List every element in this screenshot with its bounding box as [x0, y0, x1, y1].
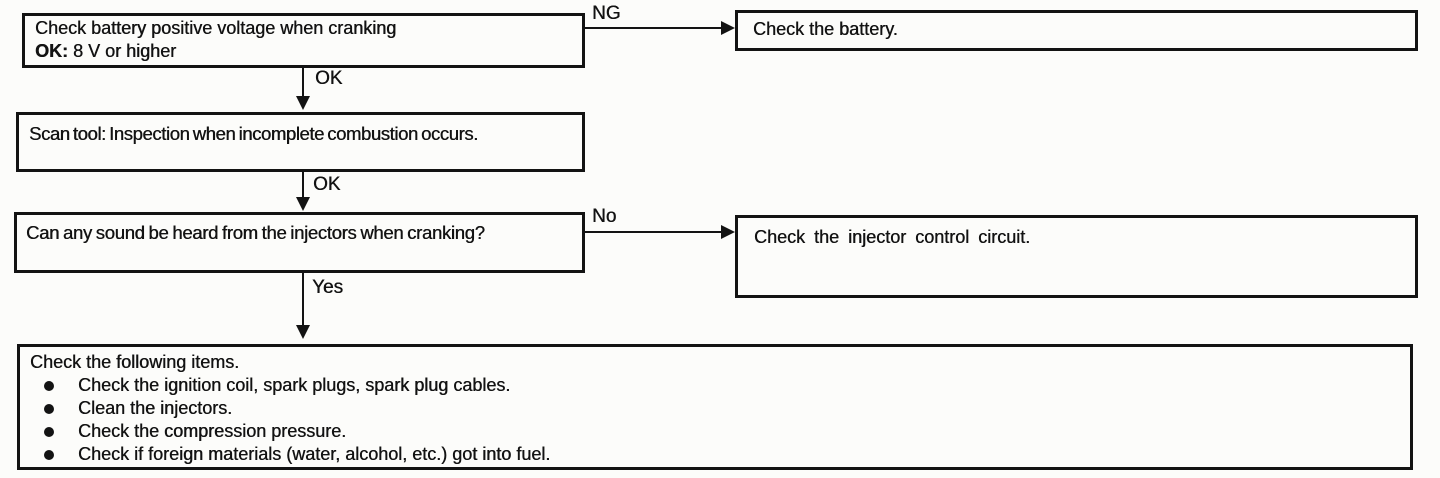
edge-line-no [585, 231, 722, 233]
arrowhead-down-yes-icon [296, 325, 310, 339]
node-final-checks: Check the following items. Check the ign… [17, 344, 1413, 470]
list-item: Check if foreign materials (water, alcoh… [30, 443, 1400, 466]
edge-label-no: No [592, 206, 617, 227]
arrowhead-down-ok2-icon [296, 197, 310, 211]
arrowhead-right-no-icon [721, 225, 735, 239]
ok-prefix-label: OK: [35, 41, 68, 61]
list-item: Check the compression pressure. [30, 420, 1400, 443]
list-item-text: Check the ignition coil, spark plugs, sp… [78, 375, 511, 395]
node-battery-voltage-check: Check battery positive voltage when cran… [22, 13, 585, 68]
list-item: Check the ignition coil, spark plugs, sp… [30, 374, 1400, 397]
node-battery-voltage-line2: OK: 8 V or higher [35, 40, 572, 63]
ok-value-text: 8 V or higher [73, 41, 177, 61]
list-item: Clean the injectors. [30, 397, 1400, 420]
edge-label-ok1: OK [315, 68, 343, 89]
final-checks-title: Check the following items. [30, 352, 240, 372]
node-scan-tool-inspection: Scan tool: Inspection when incomplete co… [16, 112, 585, 172]
bullet-icon [44, 449, 54, 460]
arrowhead-down-ok1-icon [296, 96, 310, 110]
node-check-battery: Check the battery. [735, 10, 1418, 51]
bullet-icon [44, 380, 54, 391]
edge-line-yes [302, 273, 304, 326]
list-item-text: Check the compression pressure. [78, 421, 347, 441]
edge-line-ok2 [302, 172, 304, 198]
edge-label-ng: NG [592, 3, 621, 24]
list-item-text: Clean the injectors. [78, 398, 233, 418]
node-scan-tool-text: Scan tool: Inspection when incomplete co… [29, 123, 478, 144]
node-battery-voltage-line1: Check battery positive voltage when cran… [35, 18, 397, 38]
node-injector-sound-question: Can any sound be heard from the injector… [14, 212, 585, 273]
node-injector-sound-text: Can any sound be heard from the injector… [26, 222, 485, 243]
edge-line-ng [585, 27, 722, 29]
node-check-battery-text: Check the battery. [753, 19, 898, 39]
arrowhead-right-ng-icon [721, 21, 735, 35]
bullet-icon [44, 403, 54, 414]
edge-line-ok1 [302, 68, 304, 97]
bullet-icon [44, 426, 54, 437]
edge-label-yes: Yes [312, 277, 343, 298]
list-item-text: Check if foreign materials (water, alcoh… [78, 444, 551, 464]
node-injector-circuit-text: Check the injector control circuit. [754, 227, 1031, 247]
node-injector-control-circuit: Check the injector control circuit. [735, 215, 1418, 298]
edge-label-ok2: OK [313, 174, 341, 195]
